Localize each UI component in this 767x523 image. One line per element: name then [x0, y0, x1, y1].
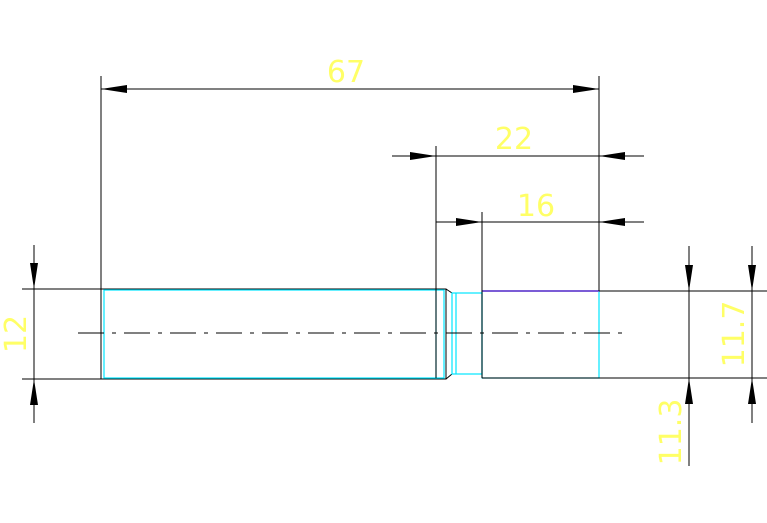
- arrow-11-3-top: [685, 265, 693, 291]
- arrow-67-left: [101, 85, 127, 93]
- arrow-11-7-top: [748, 265, 756, 291]
- arrow-22-left: [410, 152, 436, 160]
- dim-text-16: 16: [517, 189, 555, 224]
- dimension-left-diameter: 12: [0, 245, 38, 423]
- dimension-overall-length: 67: [101, 55, 599, 93]
- extension-lines: [22, 76, 767, 380]
- dim-text-11-7: 11.7: [717, 301, 752, 368]
- dimension-stepped-length: 22: [392, 122, 644, 160]
- arrow-67-right: [573, 85, 599, 93]
- dimension-end-length: 16: [436, 189, 644, 226]
- arrow-16-right: [599, 218, 625, 226]
- arrow-11-3-bottom: [685, 378, 693, 404]
- arrow-16-left: [456, 218, 482, 226]
- dim-text-11-3: 11.3: [654, 399, 689, 466]
- left-cylinder-outline: [100, 288, 447, 380]
- dimension-right-diameter: 11.7: [717, 246, 756, 423]
- part-geometry: [78, 288, 626, 380]
- arrow-12-top: [30, 263, 38, 289]
- dim-text-67: 67: [327, 55, 365, 90]
- arrow-22-right: [599, 152, 625, 160]
- dimension-neck-diameter: 11.3: [654, 246, 693, 466]
- arrow-12-bottom: [30, 379, 38, 405]
- dim-text-22: 22: [495, 122, 533, 157]
- dim-text-12: 12: [0, 315, 34, 353]
- arrow-11-7-bottom: [748, 378, 756, 404]
- left-cylinder-body: [103, 289, 445, 379]
